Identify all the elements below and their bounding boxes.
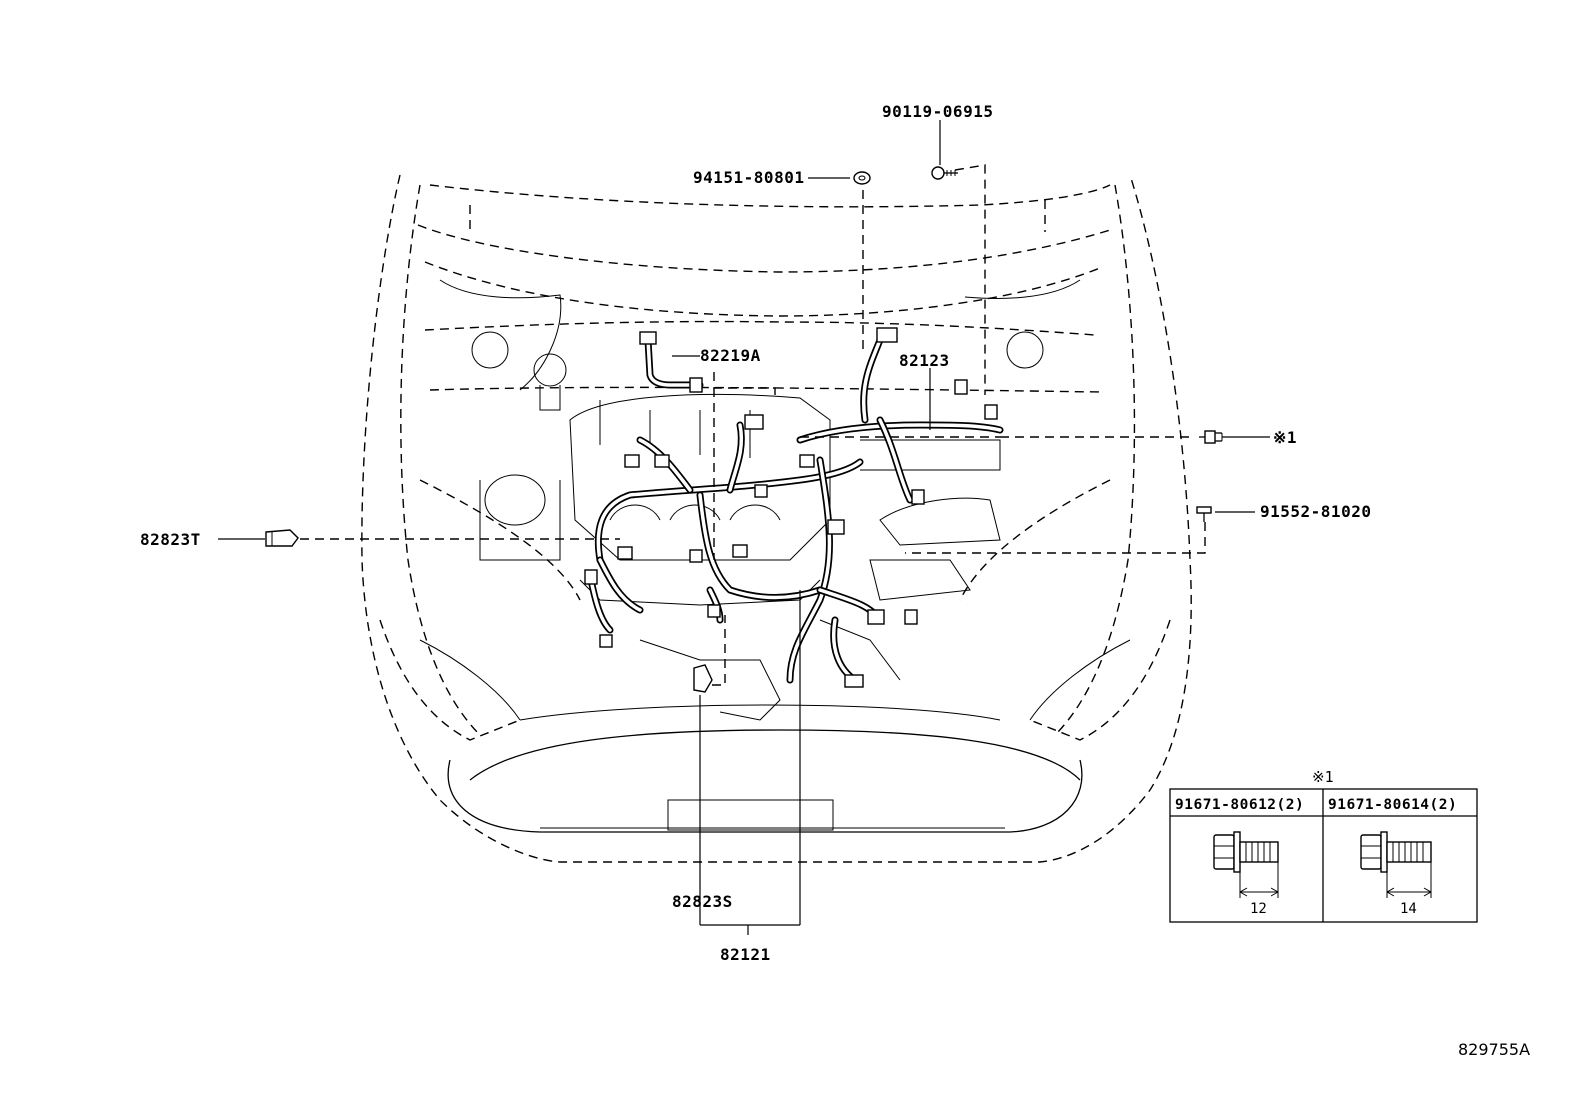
bolt-icon bbox=[931, 166, 958, 180]
clip-icon bbox=[693, 664, 713, 693]
callout-94151-80801: 94151-80801 bbox=[693, 168, 804, 187]
inset-length-left: 12 bbox=[1250, 901, 1267, 917]
flange-bolt-12-icon bbox=[1213, 831, 1279, 898]
nut-icon bbox=[853, 171, 871, 185]
harness-connectors bbox=[584, 327, 998, 688]
leader-lines bbox=[218, 120, 1270, 935]
flange-bolt-14-icon bbox=[1360, 831, 1432, 898]
callout-note-1: ※1 bbox=[1273, 428, 1297, 447]
inset-part-right: 91671-80614(2) bbox=[1328, 797, 1457, 813]
clamp-icon bbox=[265, 529, 299, 547]
callout-82121: 82121 bbox=[720, 945, 771, 964]
flange-bolt-icon bbox=[1199, 430, 1223, 444]
callout-90119-06915: 90119-06915 bbox=[882, 102, 993, 121]
inset-title: ※1 bbox=[1312, 768, 1334, 786]
callout-82823S: 82823S bbox=[672, 892, 733, 911]
engine-outline bbox=[479, 353, 1001, 721]
bolt-spec-inset: ※1 91671-80612(2) 91671-80614(2) 12 bbox=[1169, 768, 1478, 923]
diagram-code: 829755A bbox=[1458, 1040, 1530, 1059]
inset-length-right: 14 bbox=[1400, 901, 1417, 917]
callout-91552-81020: 91552-81020 bbox=[1260, 502, 1371, 521]
vehicle-body-outline bbox=[361, 174, 1192, 863]
inset-part-left: 91671-80612(2) bbox=[1175, 797, 1304, 813]
screw-icon bbox=[1196, 506, 1212, 522]
callout-82219A: 82219A bbox=[700, 346, 761, 365]
callout-82123: 82123 bbox=[899, 351, 950, 370]
callout-82823T: 82823T bbox=[140, 530, 201, 549]
